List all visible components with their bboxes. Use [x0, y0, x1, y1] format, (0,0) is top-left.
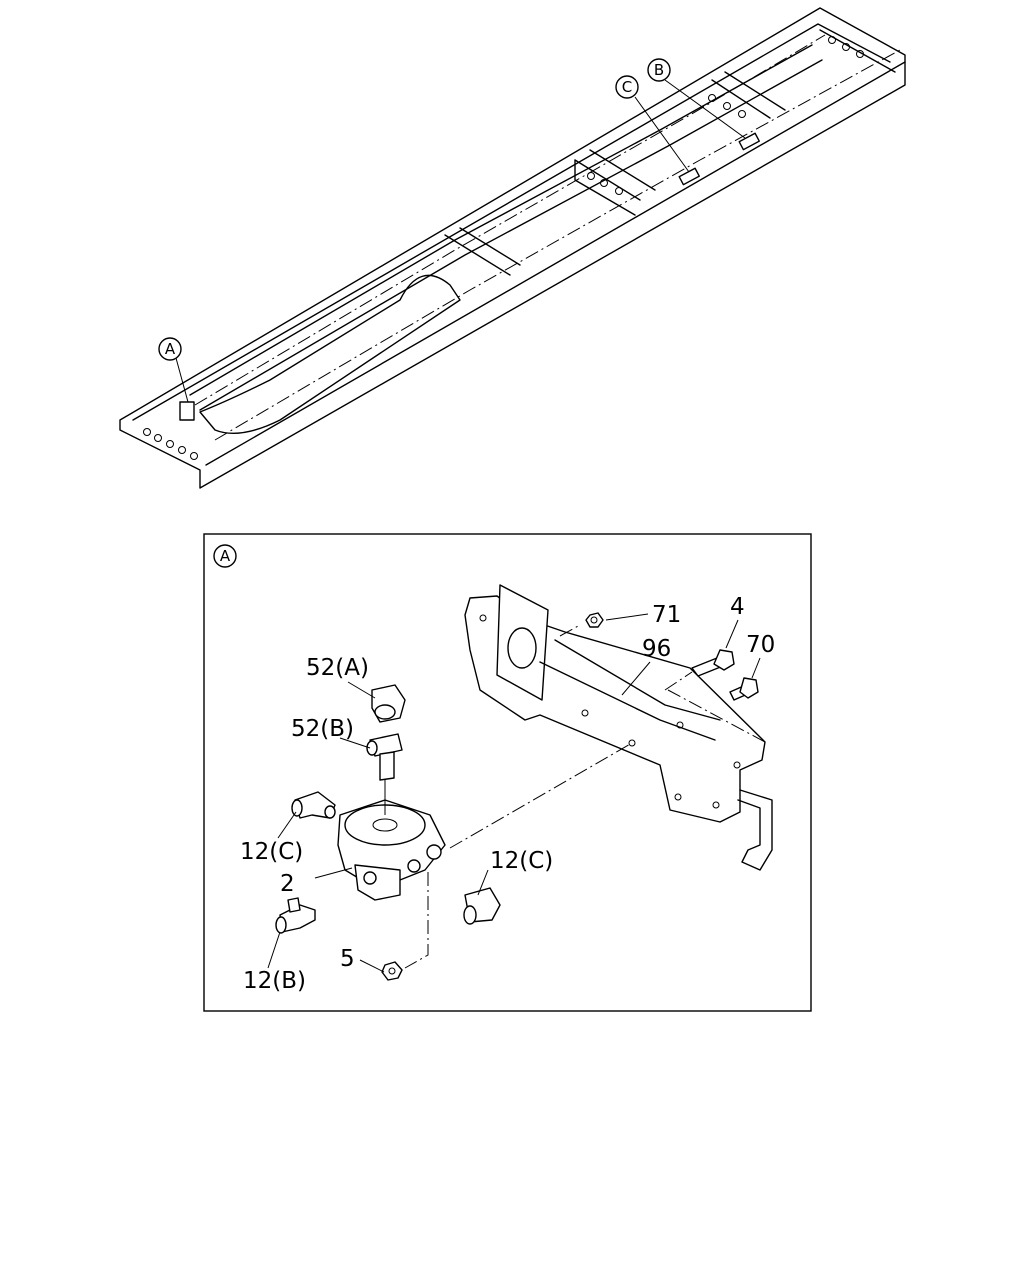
fitting-52a	[371, 684, 406, 723]
leader-c	[634, 96, 690, 173]
nut-71	[585, 612, 604, 628]
svg-text:A: A	[165, 340, 176, 358]
label-96: 96	[642, 636, 671, 662]
bracket-flange	[539, 639, 721, 741]
near-side-rail	[119, 7, 906, 489]
bracket-96	[464, 584, 773, 871]
axis-nut-5	[404, 872, 429, 969]
svg-text:C: C	[622, 78, 632, 96]
label-52b: 52(B)	[291, 716, 354, 742]
axis-nut-71	[559, 624, 581, 637]
bolt-70	[729, 677, 759, 701]
brake-pipe-near	[214, 49, 901, 441]
bolt-4	[691, 649, 735, 677]
nut-5	[381, 961, 403, 981]
brake-pipe-far	[194, 34, 826, 406]
valve-body	[354, 864, 401, 901]
axis-bracket-edge	[667, 689, 766, 743]
leader-a	[175, 357, 189, 403]
svg-text:A: A	[220, 547, 231, 565]
label-5: 5	[340, 946, 355, 972]
callout-c: C	[615, 75, 639, 99]
label-12c-right: 12(C)	[490, 848, 553, 874]
label-2: 2	[280, 871, 295, 897]
valve-mount-ear	[426, 844, 442, 860]
fitting-12c-right	[463, 887, 501, 925]
chassis-frame-overview: A C B	[119, 7, 906, 489]
detail-a-view: A	[203, 533, 812, 1012]
label-70: 70	[746, 632, 775, 658]
svg-text:B: B	[654, 61, 664, 79]
relay-valve-2	[337, 799, 446, 901]
near-rail-top-edge	[132, 23, 891, 421]
tank-outline	[199, 274, 461, 435]
callout-a: A	[158, 337, 182, 361]
axis-valve-bracket	[449, 742, 633, 849]
label-71: 71	[652, 602, 681, 628]
label-12c-left: 12(C)	[240, 839, 303, 865]
label-52a: 52(A)	[306, 655, 369, 681]
fitting-52b	[366, 733, 403, 781]
plate-hole	[507, 627, 537, 669]
leader-b	[664, 79, 746, 139]
clamp-b	[738, 132, 760, 151]
fitting-12c-left	[291, 791, 336, 819]
callout-b: B	[647, 58, 671, 82]
bracket-arm	[737, 789, 773, 871]
near-rail-inner-edge	[205, 61, 906, 466]
valve-port-right	[407, 859, 421, 873]
cross-member-middle	[574, 149, 656, 216]
label-12b: 12(B)	[243, 968, 306, 994]
label-4: 4	[730, 594, 745, 620]
cross-member-front	[444, 227, 521, 276]
axis-bolt-4	[664, 671, 693, 691]
detail-frame	[203, 533, 812, 1012]
detail-frame-label: A	[213, 544, 237, 568]
valve-a-location	[179, 401, 195, 421]
cross-member-rear	[711, 71, 786, 119]
far-rail-lower-edge	[199, 59, 823, 411]
clamp-c	[678, 167, 700, 186]
valve-port-left	[363, 871, 377, 885]
fitting-12b	[275, 897, 316, 934]
front-member-holes	[143, 36, 864, 460]
